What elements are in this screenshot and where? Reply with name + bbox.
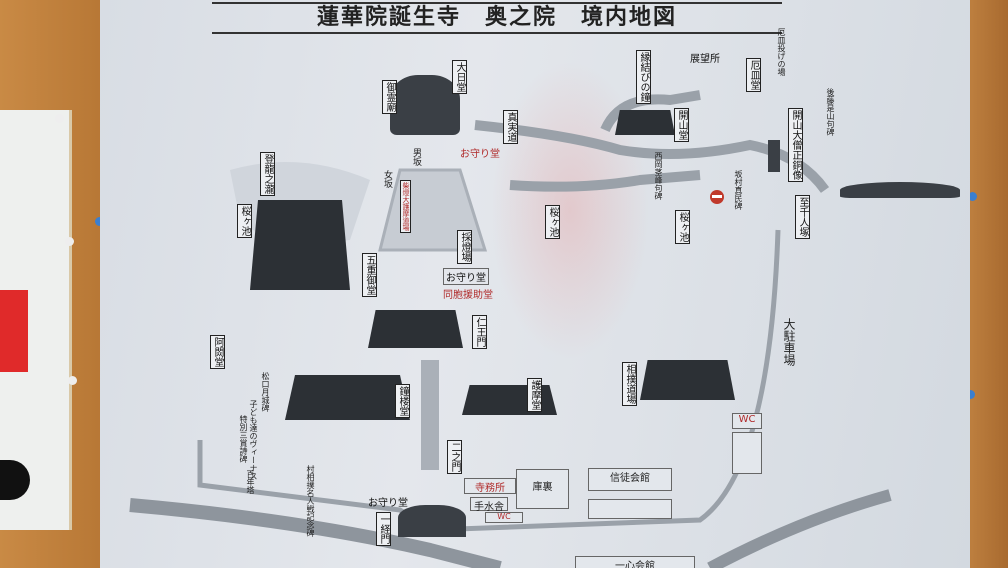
pushpin (95, 217, 104, 226)
wc-1: WC (732, 413, 762, 429)
five-story-pagoda (250, 200, 350, 290)
kyomon-gate (398, 505, 466, 537)
label-saitojo: 採燈場 (457, 230, 472, 264)
adjacent-poster (0, 110, 72, 530)
buddha-statue (390, 75, 460, 135)
sumo-hall (640, 360, 735, 400)
label-sakuragaike-1: 桜ヶ池 (545, 205, 560, 239)
wc-1-building (732, 432, 762, 474)
label-omamori-3: お守り堂 (368, 498, 408, 509)
nio-gate (368, 310, 463, 348)
label-sakuragaike-2: 桜ヶ池 (237, 204, 252, 238)
pushpin (966, 390, 975, 399)
label-kyomon: 一経門 (376, 512, 391, 546)
label-dainichido: 大日堂 (452, 60, 467, 94)
label-toryu: 登龍之瀧 (260, 152, 275, 196)
label-yakuzara-nage: 厄皿投げの場 (777, 28, 786, 76)
label-shorodo: 鐘楼堂 (395, 384, 410, 418)
label-onnazaka: 女坂 (382, 170, 392, 188)
upper-loop (509, 90, 701, 192)
label-matsuguchi-hi: 松口月城碑 (261, 372, 270, 412)
poster-black-shape (0, 460, 30, 500)
label-isshin-kaikan: 一心会館 (575, 556, 695, 568)
label-jimusho: 寺務所 (464, 478, 516, 494)
wc-2: WC (485, 512, 523, 523)
label-itamura-hi: 坂村真民碑 (734, 170, 743, 210)
label-gojumido: 五重御堂 (362, 253, 377, 297)
precinct-map: 蓮華院誕生寺 奥之院 境内地図 大日堂 御霊廟 真実道 お守り堂 男坂 女坂 柴… (100, 0, 970, 568)
label-kaisan-statue: 開山大僧正銅像 (788, 108, 803, 182)
poster-red-block (0, 290, 28, 372)
label-gomado: 護摩堂 (527, 378, 542, 412)
label-kodomo: 子ども達のヴィーナス (249, 400, 258, 480)
label-shinjitsudo: 真実道 (503, 110, 518, 144)
main-road (129, 498, 502, 568)
label-ninomon: 二之門 (447, 440, 462, 474)
pushpin (68, 376, 77, 385)
kaisan-statue (768, 140, 780, 172)
label-hyakunenkan: 百年塔 (246, 470, 255, 494)
pushpin (968, 192, 977, 201)
label-omamori-2: お守り堂 (443, 268, 489, 285)
label-goto-kuhi: 後藤是山句碑 (826, 88, 835, 136)
senninzuka-mound (840, 182, 960, 198)
label-kaisando: 開山堂 (674, 108, 689, 142)
label-goreibyo: 御霊廟 (382, 80, 397, 114)
label-saito-goma: 柴燈大護摩道場 (400, 180, 411, 233)
label-enmusubi: 縁結びの鐘 (636, 50, 651, 104)
goma-hall (462, 385, 557, 415)
label-omamori-1: お守り堂 (460, 149, 500, 160)
upper-path (474, 120, 830, 194)
map-title: 蓮華院誕生寺 奥之院 境内地図 (212, 2, 782, 34)
label-tokubetsu: 特別三賞詩碑 (239, 415, 248, 463)
label-sumo: 相撲道場 (622, 362, 637, 406)
label-senninzuka: 至千人塚 (795, 195, 810, 239)
label-sakuragaike-3: 桜ヶ池 (675, 210, 690, 244)
lower-road (707, 489, 892, 568)
label-dohoenjodo: 同胞援助堂 (443, 290, 493, 301)
label-tenbo: 展望所 (690, 54, 720, 65)
label-chozuya: 手水舎 (470, 497, 508, 513)
label-shinto-kaikan: 信徒会館 (588, 468, 672, 491)
label-kuri: 庫裏 (516, 469, 569, 509)
shinto-kaikan-annex (588, 499, 672, 519)
label-yakuzara: 厄皿堂 (746, 58, 761, 92)
label-ashukudo: 阿閦堂 (210, 335, 225, 369)
label-parking: 大駐車場 (782, 318, 796, 366)
label-niomon: 仁王門 (472, 315, 487, 349)
pushpin (55, 114, 64, 123)
kaisando-building (615, 110, 675, 135)
label-otokozaka: 男坂 (411, 148, 421, 166)
label-kinen-hi: 村相撲名人戦記念碑 (306, 465, 315, 537)
bell-tower (285, 375, 410, 420)
label-nishioka-kuhi: 西岡茎峰句碑 (654, 152, 663, 200)
pushpin (65, 237, 74, 246)
